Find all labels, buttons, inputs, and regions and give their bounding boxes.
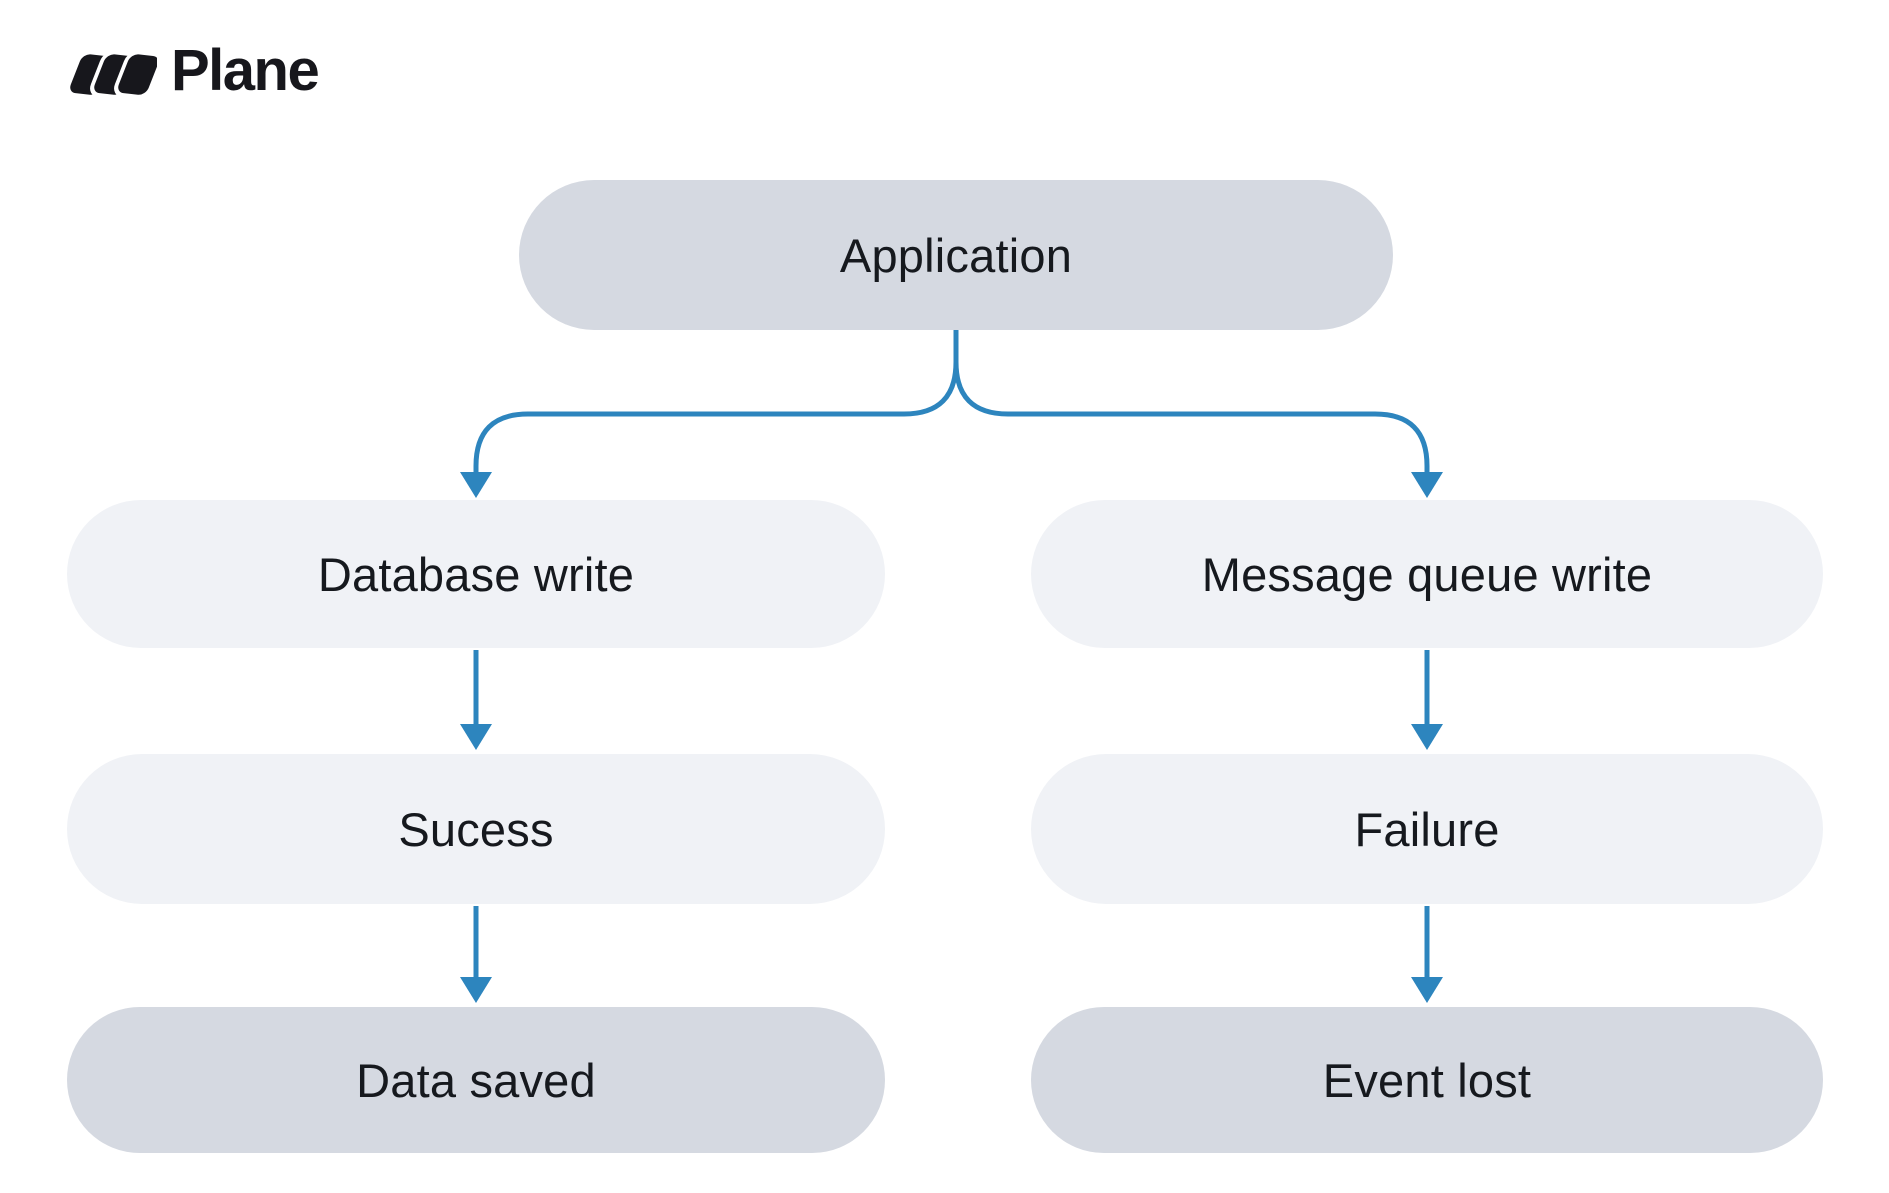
plane-logo-icon [66,50,157,99]
arrowhead-event-lost-icon [1411,977,1443,1003]
brand-logo: Plane [63,38,320,104]
node-event-lost-label: Event lost [1322,1053,1532,1107]
node-failure-label: Failure [1354,802,1500,856]
arrowhead-failure-icon [1411,724,1443,750]
arrowhead-sucess-icon [460,724,492,750]
node-message-queue-write-label: Message queue write [1201,547,1653,601]
node-application-label: Application [839,228,1073,282]
node-database-write-label: Database write [317,547,635,601]
node-message-queue-write: Message queue write [1031,500,1823,648]
node-database-write: Database write [67,500,885,648]
node-sucess-label: Sucess [398,802,554,856]
arrowhead-message-queue-write-icon [1411,472,1443,498]
arrowhead-data-saved-icon [460,977,492,1003]
edge-application-to-message-queue-write [953,330,1430,474]
node-data-saved-label: Data saved [356,1053,596,1107]
node-application: Application [519,180,1393,330]
arrowhead-database-write-icon [460,472,492,498]
node-sucess: Sucess [67,754,885,904]
node-failure: Failure [1031,754,1823,904]
node-event-lost: Event lost [1031,1007,1823,1153]
edge-application-to-database-write [473,330,959,474]
node-data-saved: Data saved [67,1007,885,1153]
brand-name: Plane [171,38,320,103]
